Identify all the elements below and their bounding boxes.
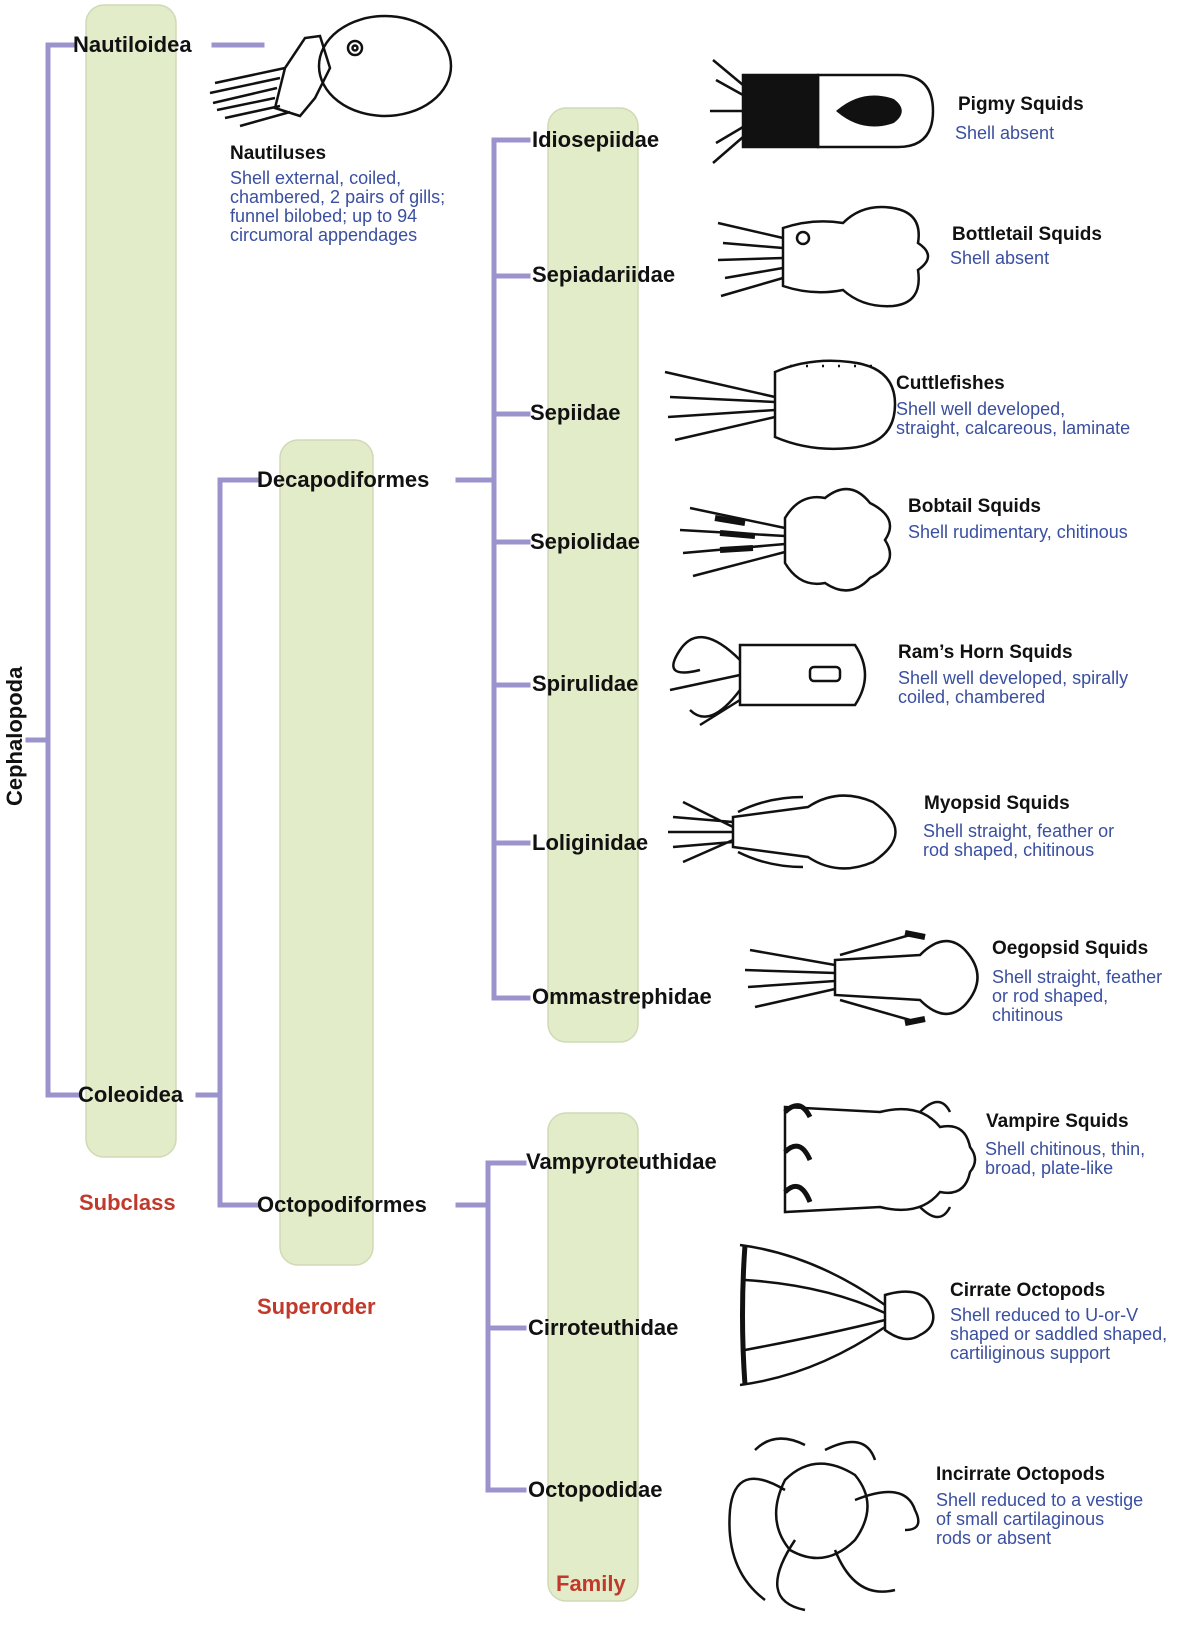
vampire-squid-illustration — [783, 1100, 977, 1219]
family-octopodidae: Octopodidae — [528, 1477, 663, 1502]
desc-rams-horn-squids: Shell well developed, spirally coiled, c… — [898, 668, 1129, 707]
root-label: Cephalopoda — [2, 666, 27, 806]
myopsid-squid-illustration — [668, 794, 897, 870]
common-cirrate-octopods: Cirrate Octopods — [950, 1280, 1106, 1301]
level-subclass: Subclass — [79, 1190, 176, 1215]
incirrate-octopod-illustration — [728, 1437, 920, 1612]
common-rams-horn-squids: Ram’s Horn Squids — [898, 642, 1073, 663]
common-vampire-squids: Vampire Squids — [986, 1111, 1129, 1132]
nautilus-illustration — [209, 14, 453, 128]
family-sepiidae: Sepiidae — [530, 400, 621, 425]
family-band-decapodiformes — [547, 107, 639, 1043]
superorder-octopodiformes: Octopodiformes — [257, 1192, 427, 1217]
bobtail-squid-illustration — [679, 488, 892, 592]
common-nautiluses: Nautiluses — [230, 143, 327, 164]
desc-pigmy-squids: Shell absent — [955, 123, 1055, 143]
level-superorder: Superorder — [257, 1294, 376, 1319]
desc-oegopsid-squids: Shell straight, feather or rod shaped, c… — [992, 967, 1163, 1025]
superorder-decapodiformes: Decapodiformes — [257, 467, 430, 492]
desc-incirrate-octopods: Shell reduced to a vestige of small cart… — [936, 1490, 1144, 1548]
desc-vampire-squids: Shell chitinous, thin, broad, plate-like — [985, 1139, 1146, 1178]
cuttlefish-illustration — [664, 359, 897, 451]
desc-bobtail-squids: Shell rudimentary, chitinous — [908, 522, 1128, 542]
level-family: Family — [556, 1571, 626, 1596]
family-sepiadariidae: Sepiadariidae — [532, 262, 676, 287]
desc-cuttlefishes: Shell well developed, straight, calcareo… — [896, 399, 1131, 438]
rams-horn-squid-illustration — [669, 635, 867, 727]
family-vampyroteuthidae: Vampyroteuthidae — [526, 1149, 717, 1174]
desc-bottletail-squids: Shell absent — [950, 248, 1050, 268]
family-band-octopodiformes — [547, 1112, 639, 1602]
common-incirrate-octopods: Incirrate Octopods — [936, 1464, 1105, 1485]
desc-nautiluses: Shell external, coiled, chambered, 2 pai… — [230, 168, 446, 245]
common-pigmy-squids: Pigmy Squids — [958, 94, 1084, 115]
subclass-coleoidea: Coleoidea — [78, 1082, 184, 1107]
common-cuttlefishes: Cuttlefishes — [896, 373, 1005, 394]
family-spirulidae: Spirulidae — [532, 671, 639, 696]
common-bottletail-squids: Bottletail Squids — [952, 224, 1102, 245]
desc-cirrate-octopods: Shell reduced to U-or-V shaped or saddle… — [950, 1305, 1168, 1363]
pigmy-squid-illustration — [710, 59, 935, 164]
oegopsid-squid-illustration — [745, 930, 979, 1026]
superorder-band — [279, 439, 374, 1266]
common-bobtail-squids: Bobtail Squids — [908, 496, 1041, 517]
family-ommastrephidae: Ommastrephidae — [532, 984, 712, 1009]
family-sepiolidae: Sepiolidae — [530, 529, 641, 554]
desc-myopsid-squids: Shell straight, feather or rod shaped, c… — [923, 821, 1115, 860]
common-oegopsid-squids: Oegopsid Squids — [992, 938, 1149, 959]
subclass-nautiloidea: Nautiloidea — [73, 32, 192, 57]
family-cirroteuthidae: Cirroteuthidae — [528, 1315, 679, 1340]
family-idiosepiidae: Idiosepiidae — [532, 127, 660, 152]
common-myopsid-squids: Myopsid Squids — [924, 793, 1070, 814]
family-loliginidae: Loliginidae — [532, 830, 649, 855]
subclass-band — [85, 4, 177, 1158]
bottletail-squid-illustration — [717, 205, 930, 308]
cirrate-octopod-illustration — [739, 1243, 935, 1387]
